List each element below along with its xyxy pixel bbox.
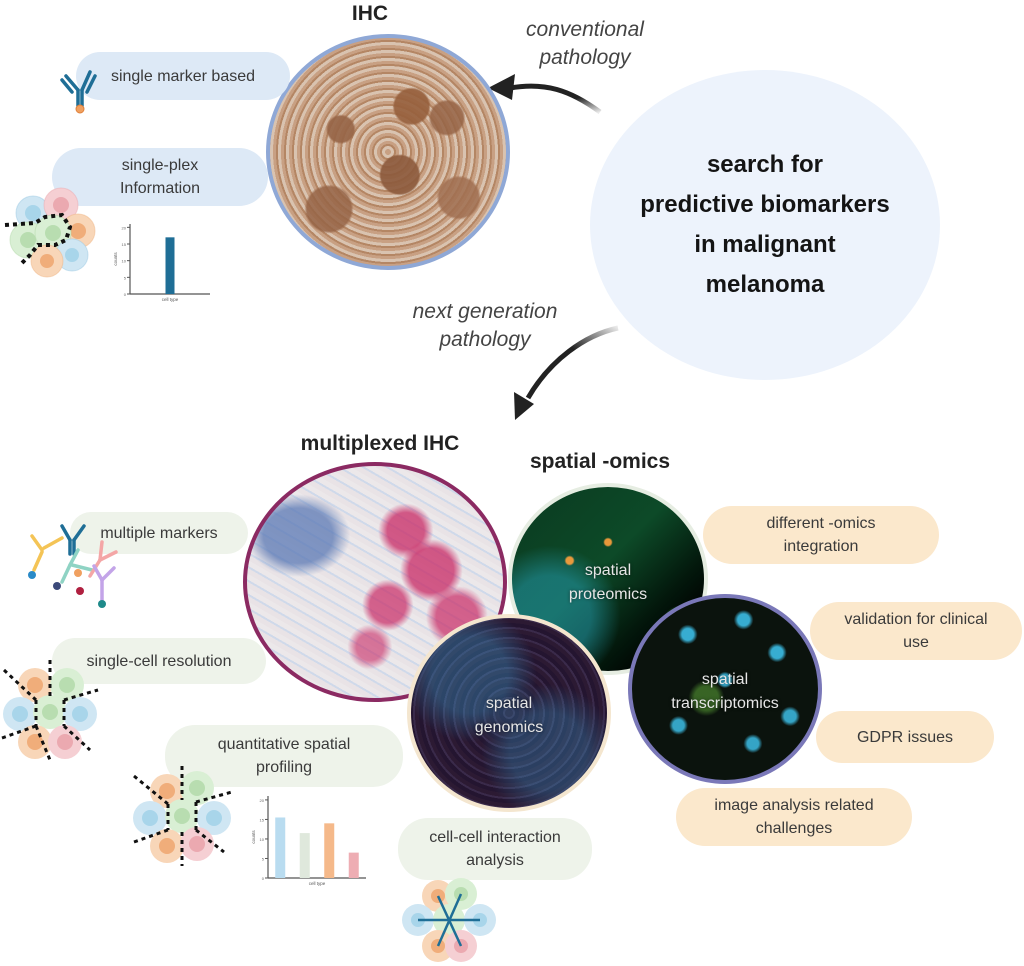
feature-multiple-markers: multiple markers — [70, 512, 248, 554]
label-line: genomics — [474, 719, 544, 736]
challenge-image-analysis: image analysis related challenges — [676, 788, 912, 846]
spatial-genomics-image: spatial genomics — [407, 614, 611, 812]
single-plex-bar-chart: 0 5 10 15 20 cell type counts — [113, 224, 210, 302]
goal-text: search for predictive biomarkers in mali… — [640, 145, 889, 305]
spatial-profiling-bar-chart: 0 5 10 15 20 cell type counts — [251, 796, 366, 886]
feature-text: profiling — [255, 759, 313, 776]
spatial-transcriptomics-label: spatial transcriptomics — [632, 668, 818, 716]
goal-line: predictive biomarkers — [640, 191, 890, 218]
label-line: next generation — [412, 300, 558, 323]
challenge-text: integration — [783, 538, 859, 555]
ihc-heading: IHC — [351, 2, 389, 25]
label-line: transcriptomics — [671, 695, 779, 712]
challenge-text: GDPR issues — [856, 728, 954, 746]
multiplexed-ihc-heading: multiplexed IHC — [300, 432, 460, 455]
antibody-icon — [60, 70, 97, 114]
label-line: spatial — [701, 671, 749, 688]
feature-text: single marker based — [110, 67, 256, 85]
challenge-text: image analysis related — [714, 797, 874, 814]
y-tick-label: 0 — [124, 292, 127, 297]
label-line: spatial — [584, 562, 632, 579]
bar — [348, 852, 359, 878]
goal-line: search for — [706, 151, 824, 178]
ihc-tissue-image — [266, 34, 510, 270]
feature-text: multiple markers — [100, 524, 218, 542]
y-tick-label: 10 — [122, 259, 127, 264]
goal-line: melanoma — [705, 271, 825, 298]
label-line: pathology — [439, 328, 531, 351]
bar — [324, 823, 335, 878]
challenge-text: challenges — [755, 820, 833, 837]
feature-single-marker: single marker based — [76, 52, 290, 100]
spatial-omics-heading: spatial -omics — [529, 450, 671, 473]
x-axis-label: cell type — [309, 881, 326, 886]
bar — [165, 237, 175, 294]
challenge-gdpr: GDPR issues — [816, 711, 994, 763]
y-tick-label: 20 — [122, 225, 127, 230]
next-generation-pathology-label: next generation pathology — [390, 298, 580, 354]
challenge-text: different -omics — [766, 515, 876, 532]
challenge-text: validation for clinical — [844, 611, 988, 628]
spatial-genomics-label: spatial genomics — [411, 692, 607, 740]
bar — [275, 817, 286, 878]
y-tick-label: 20 — [260, 798, 265, 803]
x-axis-label: cell type — [162, 297, 179, 302]
challenge-clinical-validation: validation for clinical use — [810, 602, 1022, 660]
label-line: spatial — [485, 695, 533, 712]
spatial-proteomics-label: spatial proteomics — [512, 559, 704, 607]
y-axis-label: counts — [251, 830, 256, 844]
label-line: proteomics — [568, 586, 648, 603]
y-tick-label: 15 — [122, 242, 127, 247]
arrow-head — [514, 392, 534, 420]
spatial-transcriptomics-image: spatial transcriptomics — [628, 594, 822, 784]
y-tick-label: 15 — [260, 817, 265, 822]
segmented-cells-icon — [133, 766, 233, 866]
multiple-antibodies-icon — [28, 524, 118, 608]
goal-line: in malignant — [694, 231, 836, 258]
label-line: pathology — [539, 46, 631, 69]
feature-single-cell-resolution: single-cell resolution — [52, 638, 266, 684]
y-tick-label: 0 — [262, 876, 265, 881]
feature-text: quantitative spatial — [217, 736, 351, 753]
label-line: conventional — [526, 18, 644, 41]
feature-text: Information — [119, 180, 201, 197]
conventional-pathology-label: conventional pathology — [500, 16, 670, 72]
challenge-omics-integration: different -omics integration — [703, 506, 939, 564]
feature-single-plex: single-plex Information — [52, 148, 268, 206]
y-axis-label: counts — [113, 252, 118, 266]
arrow-shaft — [509, 83, 602, 115]
challenge-text: use — [903, 634, 929, 651]
bar — [299, 833, 310, 878]
goal-circle: search for predictive biomarkers in mali… — [590, 70, 940, 380]
y-tick-label: 5 — [262, 856, 265, 861]
feature-text: single-cell resolution — [86, 652, 232, 670]
y-tick-label: 10 — [260, 837, 265, 842]
feature-text: analysis — [466, 852, 524, 869]
y-tick-label: 5 — [124, 275, 127, 280]
feature-text: single-plex — [121, 157, 199, 174]
feature-text: cell-cell interaction — [429, 829, 561, 846]
segmented-cells-icon — [1, 660, 99, 761]
cell-interaction-icon — [402, 878, 496, 962]
cell-cluster-icon — [4, 187, 96, 278]
feature-cell-cell-interaction: cell-cell interaction analysis — [398, 818, 592, 880]
